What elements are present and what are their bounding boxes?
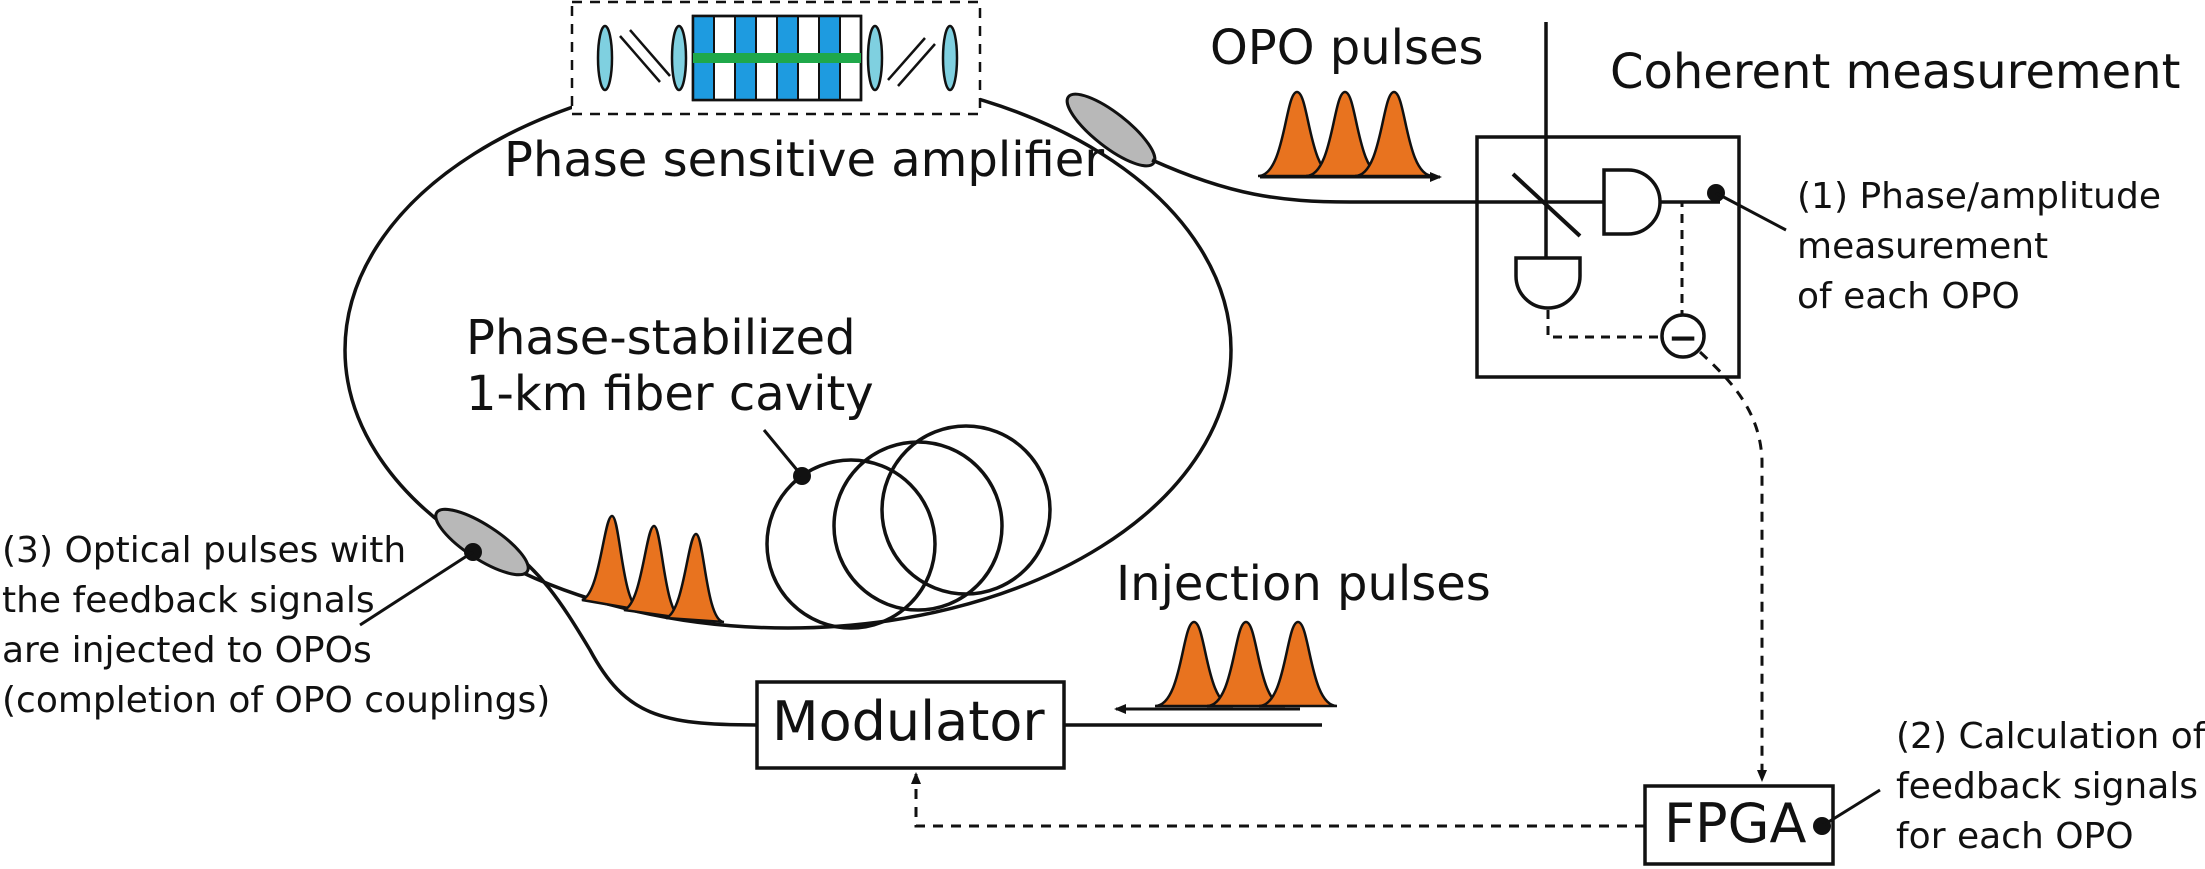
opo-pulse-3 [1354, 90, 1434, 178]
modulator-box [755, 680, 1066, 770]
detector-signal-right [1662, 200, 1684, 318]
step3-line3: are injected to OPOs [2, 630, 372, 671]
beam-splitter-icon [1511, 172, 1582, 238]
lens-1-icon [596, 24, 614, 92]
step1-pointer [1715, 191, 1787, 232]
injection-pulses-label: Injection pulses [1116, 556, 1491, 612]
measurement-to-fpga-signal [1698, 350, 1767, 782]
fpga-label: FPGA [1664, 792, 1807, 855]
lens-2-icon [670, 24, 688, 92]
modulator-to-coupler-fiber [498, 540, 758, 727]
mirror-1-icon [619, 29, 671, 83]
injection-pulse-3 [1258, 620, 1338, 708]
modulator-label: Modulator [772, 690, 1045, 753]
coherent-measurement-label: Coherent measurement [1610, 44, 2181, 100]
opo-pulses-label: OPO pulses [1210, 20, 1484, 76]
photodetector-bottom-icon [1514, 256, 1582, 310]
fiber-cavity-label: Phase-stabilized 1-km fiber cavity [466, 310, 874, 422]
coherent-measurement-box [1475, 135, 1741, 379]
subtractor-sign: − [1668, 318, 1698, 359]
fiber-cavity-label-line2: 1-km fiber cavity [466, 366, 874, 422]
step1-annotation: (1) Phase/amplitude measurement of each … [1797, 172, 2161, 322]
step2-annotation: (2) Calculation of feedback signals for … [1896, 712, 2205, 862]
step3-line1: (3) Optical pulses with [2, 530, 407, 571]
step3-pointer [359, 550, 474, 627]
psa-optics [596, 14, 959, 102]
fpga-box [1643, 784, 1835, 866]
cavity-pulse-2 [623, 524, 683, 620]
step1-line3: of each OPO [1797, 276, 2020, 317]
step2-line3: for each OPO [1896, 816, 2134, 857]
lens-4-icon [941, 24, 959, 92]
step2-line2: feedback signals [1896, 766, 2199, 807]
fiber-coil-icon [765, 424, 1052, 630]
step1-line2: measurement [1797, 226, 2049, 267]
step3-line2: the feedback signals [2, 580, 375, 621]
step3-line4: (completion of OPO couplings) [2, 680, 551, 721]
step2-pointer [1821, 788, 1881, 828]
fiber-cavity-pointer [762, 429, 804, 477]
step3-annotation: (3) Optical pulses with the feedback sig… [2, 526, 550, 726]
detector-signal-bottom [1546, 310, 1660, 339]
cavity-pulse-3 [665, 532, 725, 624]
pump-beam [693, 53, 861, 63]
injection-pulse-2 [1206, 620, 1286, 708]
output-coupler-icon [1065, 92, 1157, 168]
injection-pulses-group [1114, 620, 1338, 714]
opo-pulses-group [1257, 90, 1442, 182]
fpga-to-modulator-signal [911, 772, 1645, 828]
output-fiber [1151, 158, 1720, 204]
subtractor-icon [1660, 313, 1706, 359]
crystal-icon [691, 14, 863, 102]
mirror-2-icon [887, 37, 936, 87]
cavity-pulse-1 [581, 514, 641, 612]
injection-pulse-1 [1154, 620, 1234, 708]
photodetector-right-icon [1602, 168, 1662, 236]
cavity-pulses-group [581, 514, 725, 624]
psa-label: Phase sensitive amplifier [504, 132, 1105, 188]
lens-3-icon [866, 24, 884, 92]
fiber-cavity-label-line1: Phase-stabilized [466, 310, 856, 366]
step2-line1: (2) Calculation of [1896, 716, 2205, 757]
step1-line1: (1) Phase/amplitude [1797, 176, 2161, 217]
